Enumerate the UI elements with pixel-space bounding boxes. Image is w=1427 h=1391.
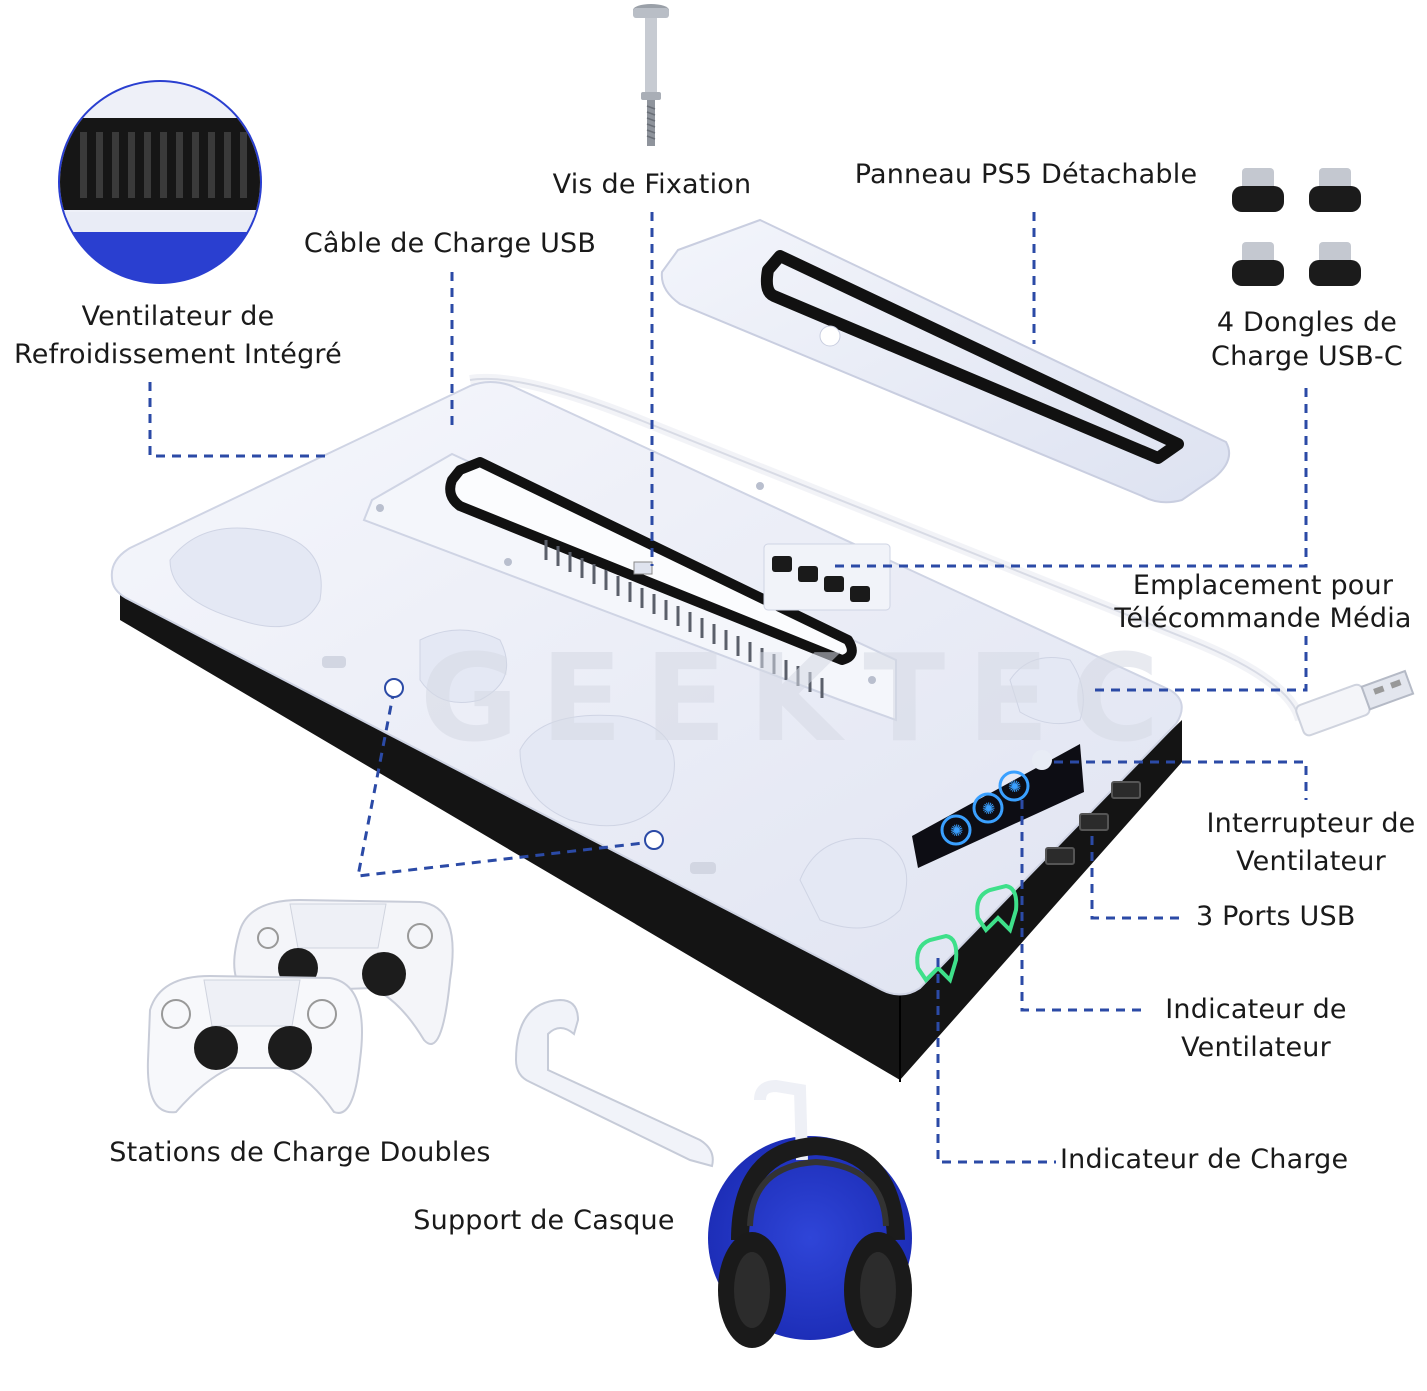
label-panel: Panneau PS5 Détachable xyxy=(854,159,1198,190)
callout-usb-ports xyxy=(1090,836,1180,920)
callout-dual-stations xyxy=(356,689,653,878)
label-dual-stations: Stations de Charge Doubles xyxy=(109,1137,491,1168)
headset-inset xyxy=(708,1079,912,1348)
headset-hook xyxy=(514,998,714,1168)
label-dongles-line1: 4 Dongles de xyxy=(1216,307,1398,338)
callout-fan xyxy=(148,382,330,458)
callout-fan-switch xyxy=(1054,760,1308,800)
label-usb-ports: 3 Ports USB xyxy=(1196,901,1356,932)
fan-control-panel: ✺ ✺ ✺ xyxy=(912,744,1084,868)
callout-dot xyxy=(644,830,664,850)
label-remote-line2: Télécommande Média xyxy=(1114,603,1412,634)
dongle-slots xyxy=(763,543,891,611)
callout-fan-indicator xyxy=(1020,800,1146,1012)
fixing-screw xyxy=(633,4,669,146)
label-fan-line1: Ventilateur de xyxy=(81,301,275,332)
callout-dot xyxy=(384,678,404,698)
label-usb-cable: Câble de Charge USB xyxy=(303,228,597,259)
usb-cable xyxy=(469,373,1415,737)
label-fan-switch-line2: Ventilateur xyxy=(1236,846,1386,877)
usb-c-dongles xyxy=(1232,168,1361,286)
label-headset-holder: Support de Casque xyxy=(413,1205,675,1236)
usb-ports xyxy=(1045,781,1141,865)
label-fan-indicator-line1: Indicateur de xyxy=(1165,994,1347,1025)
fan-closeup-inset xyxy=(58,80,262,284)
label-fan-line2: Refroidissement Intégré xyxy=(14,339,342,370)
charging-station: ✺ ✺ ✺ GEEKTEC xyxy=(110,381,1183,1082)
label-screw: Vis de Fixation xyxy=(552,169,752,200)
callout-charge-indicator xyxy=(936,958,1056,1164)
callout-lines xyxy=(148,212,1308,1164)
svg-text:✺: ✺ xyxy=(1008,777,1021,796)
label-dongles-line2: Charge USB-C xyxy=(1211,341,1403,372)
label-fan-indicator-line2: Ventilateur xyxy=(1181,1032,1331,1063)
callout-remote xyxy=(1090,636,1308,692)
svg-text:✺: ✺ xyxy=(982,799,995,818)
controller-front xyxy=(146,974,363,1114)
label-fan-switch-line1: Interrupteur de xyxy=(1206,808,1416,839)
watermark-text: GEEKTEC xyxy=(420,630,1181,769)
label-charge-indicator: Indicateur de Charge xyxy=(1060,1144,1349,1175)
label-remote-line1: Emplacement pour xyxy=(1132,570,1394,601)
detachable-panel xyxy=(660,218,1230,504)
svg-text:✺: ✺ xyxy=(950,821,963,840)
charge-indicator-leds xyxy=(915,883,1019,984)
callout-dongles xyxy=(830,388,1308,568)
